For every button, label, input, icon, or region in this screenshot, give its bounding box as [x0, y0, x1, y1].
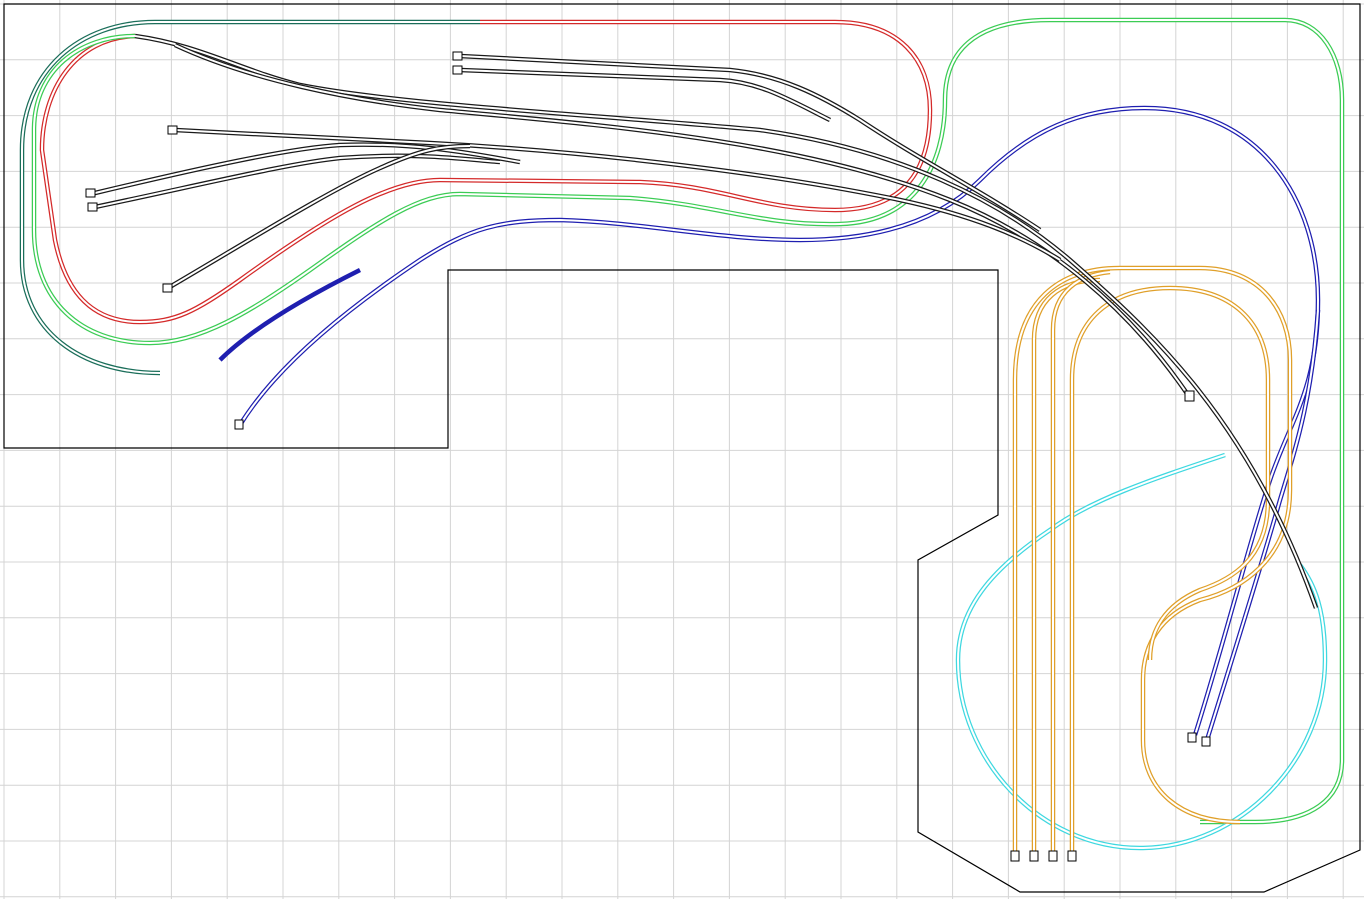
buffer-stops — [85, 51, 1211, 862]
buffer-stop-icon — [1184, 390, 1195, 402]
track-teal-outer[interactable] — [19, 19, 480, 376]
buffer-stop-icon — [1048, 850, 1058, 862]
buffer-stop-icon — [452, 65, 463, 75]
buffer-stop-icon — [87, 202, 98, 212]
buffer-stop-icon — [1067, 850, 1077, 862]
buffer-stop-icon — [167, 125, 178, 135]
buffer-stop-icon — [1010, 850, 1020, 862]
track-green-loop[interactable] — [31, 17, 1345, 825]
buffer-stop-icon — [1201, 736, 1211, 747]
track-orange-yard[interactable] — [1012, 265, 1293, 852]
track-black-mainlines[interactable] — [94, 33, 1319, 609]
buffer-stop-icon — [234, 419, 244, 430]
buffer-stop-icon — [85, 188, 96, 198]
track-blue-line[interactable] — [218, 105, 1321, 741]
buffer-stop-icon — [1187, 732, 1197, 743]
buffer-stop-icon — [162, 283, 173, 293]
buffer-stop-icon — [452, 51, 463, 61]
buffer-stop-icon — [1029, 850, 1039, 862]
track-red-loop[interactable] — [39, 19, 933, 325]
benchwork-outline-left — [3, 3, 1361, 893]
